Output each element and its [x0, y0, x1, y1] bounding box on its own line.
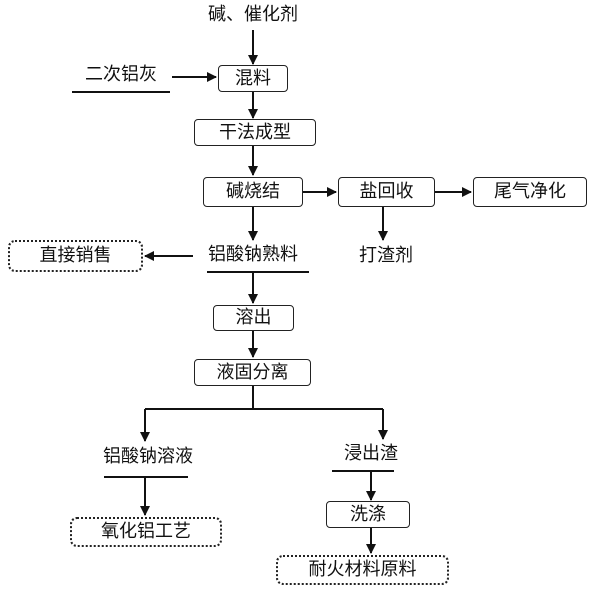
node-dry-forming: 干法成型	[194, 119, 316, 146]
node-tail-gas-purification: 尾气净化	[473, 177, 587, 207]
node-leaching: 溶出	[213, 305, 294, 331]
node-leach-residue: 浸出渣	[344, 443, 398, 464]
node-solid-liquid-separation: 液固分离	[194, 359, 311, 386]
node-secondary-al-ash: 二次铝灰	[85, 64, 157, 85]
node-sodium-aluminate-solution: 铝酸钠溶液	[103, 446, 193, 467]
node-washing: 洗涤	[326, 501, 410, 528]
underline-residue	[332, 470, 394, 472]
node-alkali-catalyst: 碱、催化剂	[208, 4, 298, 25]
node-salt-recovery: 盐回收	[338, 177, 435, 207]
node-mixing: 混料	[218, 65, 288, 92]
node-sodium-aluminate-clinker: 铝酸钠熟料	[208, 244, 298, 265]
node-alkali-sintering: 碱烧结	[203, 177, 303, 207]
underline-secondary-al-ash	[72, 91, 170, 93]
node-direct-sale: 直接销售	[8, 240, 143, 272]
underline-clinker	[207, 271, 309, 273]
node-alumina-process: 氧化铝工艺	[70, 517, 222, 547]
node-slag-agent: 打渣剂	[359, 245, 413, 266]
node-refractory-raw-material: 耐火材料原料	[276, 555, 449, 585]
underline-solution	[104, 476, 188, 478]
